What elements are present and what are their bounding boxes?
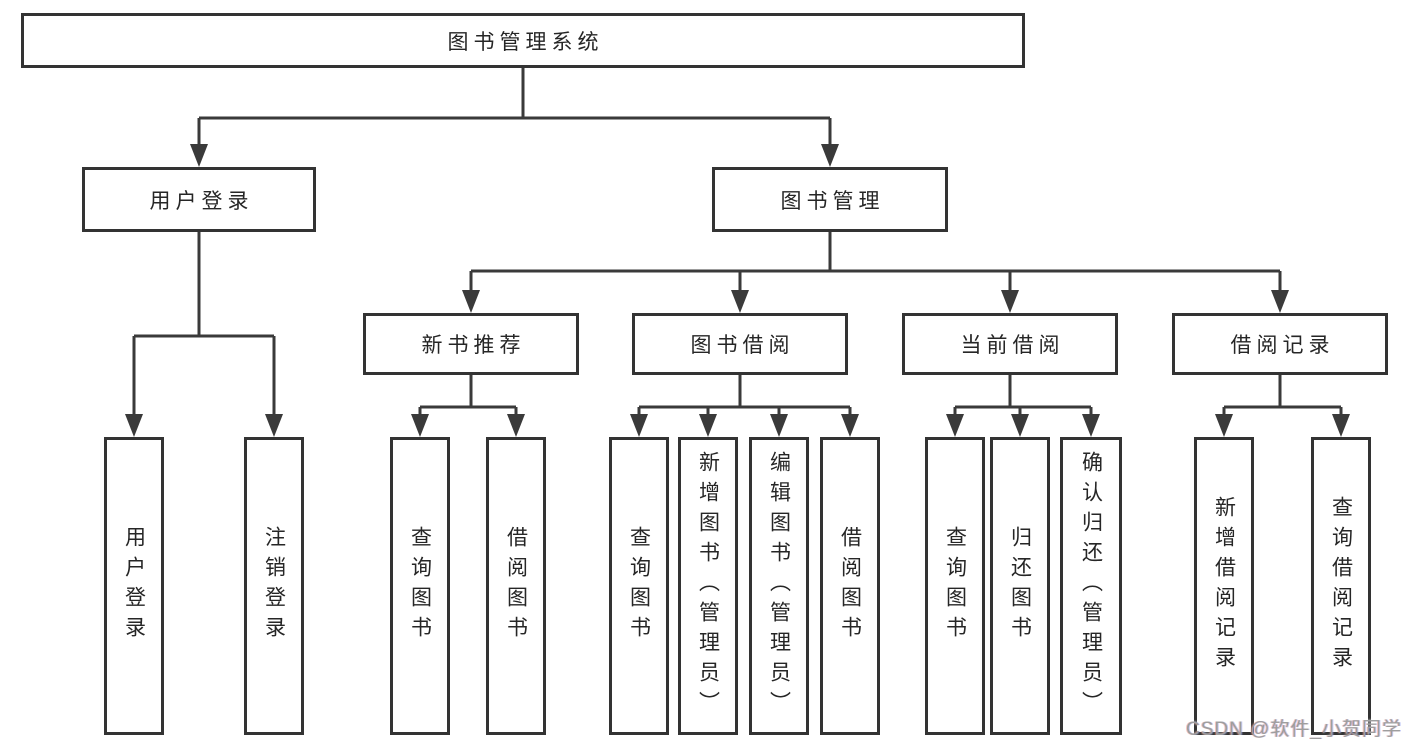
- leaf-add-borrow-record: 新增借阅记录: [1194, 437, 1254, 735]
- leaf-query-borrow-record: 查询借阅记录: [1311, 437, 1371, 735]
- node-book-management: 图书管理: [712, 167, 948, 232]
- leaf-user-login: 用户登录: [104, 437, 164, 735]
- node-book-management-system: 图书管理系统: [21, 13, 1025, 68]
- leaf-borrow-books-recommend: 借阅图书: [486, 437, 546, 735]
- leaf-query-books-borrow: 查询图书: [609, 437, 669, 735]
- node-book-borrow: 图书借阅: [632, 313, 848, 375]
- watermark-text: CSDN @软件_小贺同学: [1186, 719, 1402, 740]
- arrowhead-icons: [125, 144, 1350, 437]
- leaf-return-books: 归还图书: [990, 437, 1050, 735]
- leaf-logout: 注销登录: [244, 437, 304, 735]
- node-borrow-records: 借阅记录: [1172, 313, 1388, 375]
- node-current-borrow: 当前借阅: [902, 313, 1118, 375]
- leaf-query-books-current: 查询图书: [925, 437, 985, 735]
- leaf-edit-books-admin: 编辑图书（管理员）: [749, 437, 809, 735]
- connector-lines: [132, 68, 1343, 416]
- node-new-book-recommend: 新书推荐: [363, 313, 579, 375]
- node-user-login: 用户登录: [82, 167, 316, 232]
- leaf-confirm-return-admin: 确认归还（管理员）: [1060, 437, 1122, 735]
- leaf-add-books-admin: 新增图书（管理员）: [678, 437, 738, 735]
- leaf-query-books-recommend: 查询图书: [390, 437, 450, 735]
- leaf-borrow-books: 借阅图书: [820, 437, 880, 735]
